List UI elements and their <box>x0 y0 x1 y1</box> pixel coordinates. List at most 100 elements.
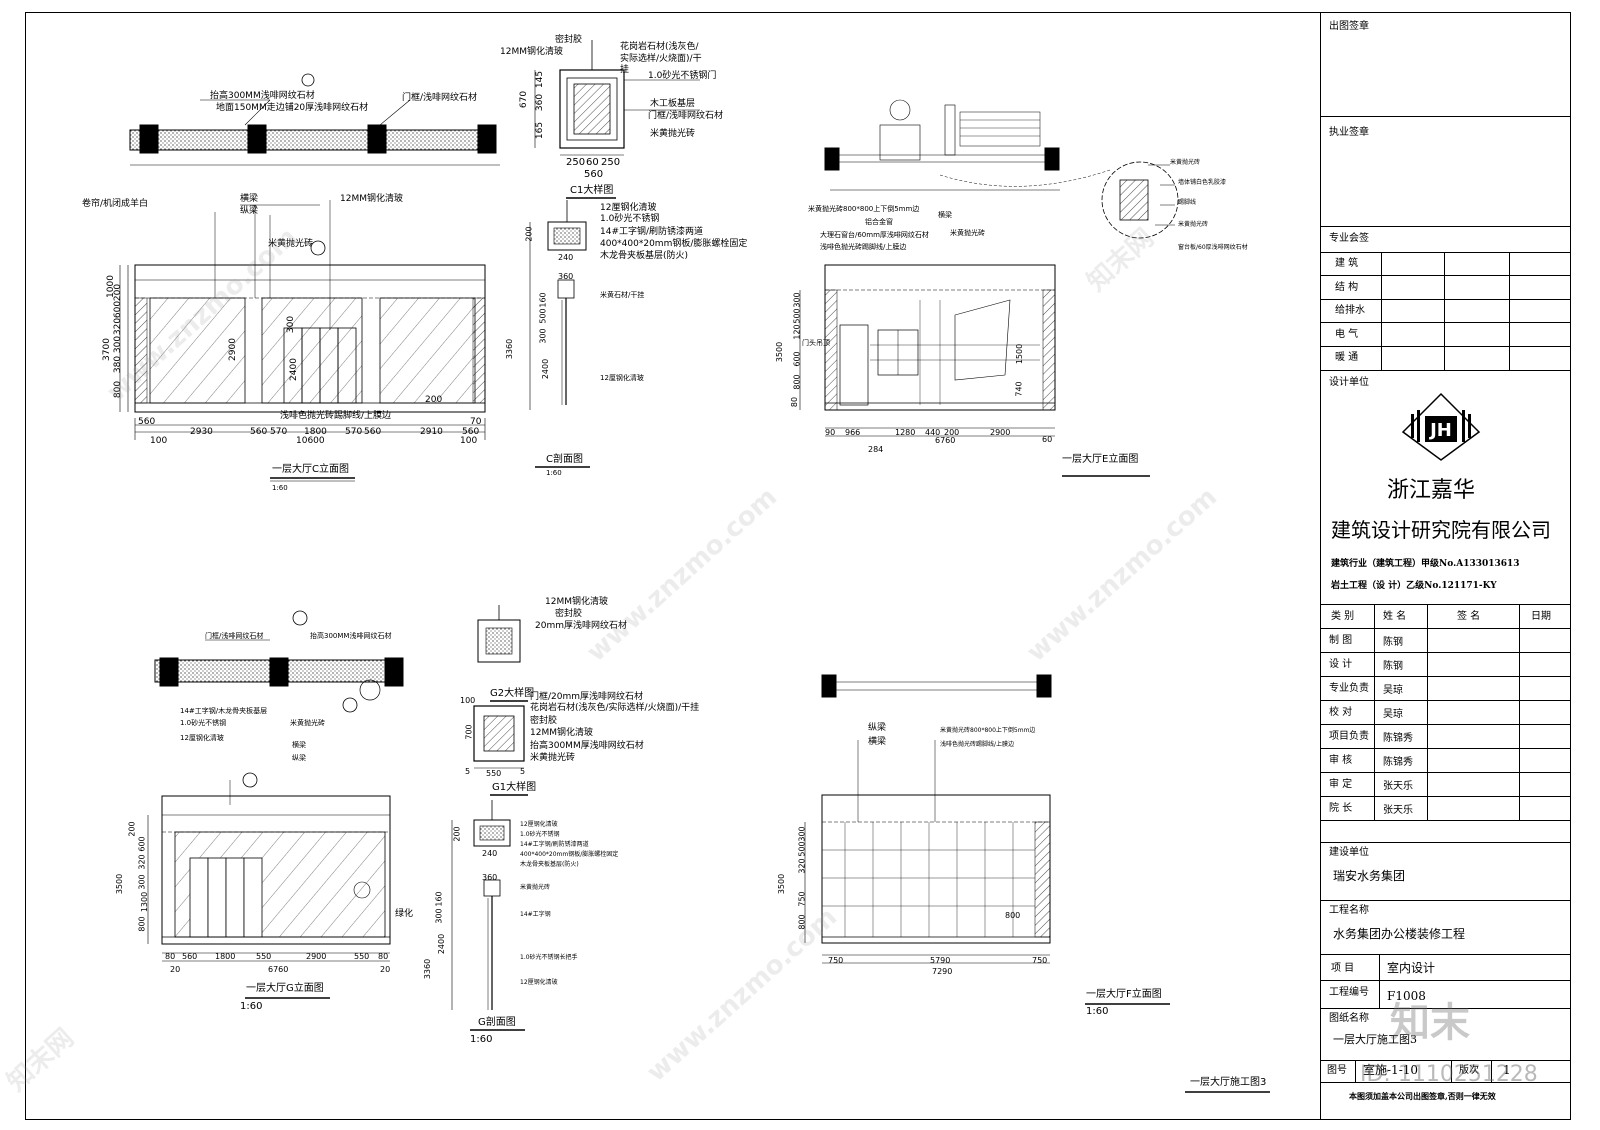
g-note-7: 纵梁 <box>292 754 306 762</box>
c-dim-b1: 2930 <box>190 427 213 437</box>
g-dim-b3: 550 <box>256 952 272 961</box>
discipline-0: 建 筑 <box>1335 258 1359 269</box>
c-dim-end-1: 100 <box>460 436 478 446</box>
f-elev <box>804 674 1052 964</box>
drawing-frame <box>25 12 1571 1120</box>
g2-note-0: 12MM钢化清玻 <box>545 597 608 607</box>
g-dim-l5: 1300 <box>140 891 150 913</box>
e-dim-l7: 740 <box>1014 381 1024 397</box>
e-dim-b0: 90 <box>825 428 836 437</box>
c-note-7: 卷帘/机闭成羊白 <box>82 199 149 209</box>
c-note-1: 地面150MM走边铺20厚浅啡网纹石材 <box>216 103 369 113</box>
c-dim-l2: 600 <box>113 300 124 319</box>
g1-note-4: 抬高300MM厚浅啡网纹石材 <box>530 741 644 751</box>
client-value: 瑞安水务集团 <box>1333 869 1406 883</box>
project-label: 工程名称 <box>1329 905 1369 916</box>
staff-role: 制 图 <box>1329 635 1353 646</box>
c1-dim-3: 560 <box>584 169 604 180</box>
f-dim-l4: 750 <box>797 891 807 907</box>
discipline-1: 结 构 <box>1335 282 1359 293</box>
c1-note-3: 1.0砂光不锈钢门 <box>648 71 717 81</box>
g-elev-title: 一层大厅G立面图 <box>246 983 324 994</box>
c-dim-b0: 560 <box>138 417 156 427</box>
header-role: 类 别 <box>1331 611 1355 622</box>
gsec-note-1: 1.0砂光不锈钢 <box>520 831 560 838</box>
c-dim-b7: 2910 <box>420 427 443 437</box>
g-dim-b2: 1800 <box>215 952 236 961</box>
f-dim-b1: 5790 <box>930 956 951 965</box>
e-elev <box>799 264 1056 437</box>
c1-dim-1: 60 <box>586 157 599 168</box>
g1-note-3: 12MM钢化清玻 <box>530 728 593 738</box>
e-dim-b2: 1280 <box>895 428 916 437</box>
code-label: 工程编号 <box>1329 987 1369 998</box>
staff-role: 院 长 <box>1329 803 1353 814</box>
c1-dim-2: 250 <box>601 157 621 168</box>
company-logo-icon: JH <box>1401 392 1481 461</box>
c-note-2: 门框/浅啡网纹石材 <box>402 93 478 103</box>
e-note-2: 横梁 <box>938 211 952 219</box>
discipline-2: 给排水 <box>1335 305 1365 316</box>
e-dim-b4: 200 <box>944 428 960 437</box>
gsec-dim-2: 360 <box>482 873 498 882</box>
staff-role: 校 对 <box>1329 707 1353 718</box>
g-note-8: 绿化 <box>395 909 414 919</box>
f-dim-l2: 320 <box>797 858 807 874</box>
gsec-title: G剖面图 <box>478 1017 516 1028</box>
staff-role: 审 定 <box>1329 779 1353 790</box>
dwg-name-label: 图纸名称 <box>1329 1013 1369 1024</box>
header-date: 日期 <box>1531 611 1551 622</box>
e-dim-l0: 300 <box>792 292 802 308</box>
f-dim-l0: 300 <box>797 826 807 842</box>
e-dim-l2: 120 <box>792 324 802 340</box>
e-dim-l5: 600 <box>792 351 802 367</box>
c-elev-title: 一层大厅C立面图 <box>272 464 349 475</box>
g-dim-end-0: 20 <box>170 965 181 974</box>
staff-role: 审 核 <box>1329 755 1353 766</box>
f-dim-inner: 800 <box>1005 911 1021 920</box>
item-value: 室内设计 <box>1387 961 1436 975</box>
code-value: F1008 <box>1387 989 1426 1003</box>
g1-dim-2: 5 <box>520 767 526 776</box>
g1-dim-0: 5 <box>465 767 471 776</box>
watermark-logo: 知末 <box>1390 1000 1470 1046</box>
c-dim-l5: 3700 <box>101 338 112 361</box>
csec-note-2: 14#工字钢/刷防锈漆两道 <box>600 227 704 237</box>
csec-dim-2: 360 <box>558 272 574 281</box>
c-note-6: 米黄抛光砖 <box>268 239 314 249</box>
e-note-3: 大理石窗台/60mm厚浅啡网纹石材 <box>820 231 929 239</box>
csec-dim-3: 160 <box>538 292 548 308</box>
e-note-5: 门头吊顶 <box>802 339 830 347</box>
g-dim-b1: 560 <box>182 952 198 961</box>
e-dim-b1: 966 <box>845 428 861 437</box>
c-dim-b3: 570 <box>270 427 288 437</box>
e-dim-b5: 2900 <box>990 428 1011 437</box>
g2-note-1: 密封胶 <box>555 609 583 619</box>
c1-vdim-2: 360 <box>535 93 546 112</box>
c-dim-i3: 200 <box>425 395 443 405</box>
g-elev <box>147 772 391 962</box>
g-note-6: 横梁 <box>292 741 306 749</box>
f-dim-l3: 3500 <box>777 873 787 895</box>
c-dim-end-0: 100 <box>150 436 168 446</box>
g1-note-1: 花岗岩石材(浅灰色/实际选样/火烧面)/干挂 <box>530 703 700 713</box>
g-note-0: 门框/浅啡网纹石材 <box>205 632 264 640</box>
gsec-dim-6: 3360 <box>423 958 433 980</box>
c-elev-scale: 1:60 <box>272 484 288 492</box>
csec-title: C剖面图 <box>546 454 583 465</box>
ed-note-3: 米黄抛光砖 <box>1178 221 1209 228</box>
c1-note-5: 门框/浅啡网纹石材 <box>648 111 724 121</box>
csec-note-5: 米黄石材/干挂 <box>600 291 645 299</box>
g-dim-b5: 550 <box>354 952 370 961</box>
f-dim-l5: 800 <box>797 914 807 930</box>
footer-note: 本图须加盖本公司出图签章,否则一律无效 <box>1349 1091 1496 1101</box>
f-dim-b2: 750 <box>1032 956 1048 965</box>
e-dim-l8: 80 <box>790 396 800 408</box>
c-note-3: 横梁 <box>240 194 259 204</box>
staff-name: 张天乐 <box>1383 781 1413 792</box>
gsec-scale: 1:60 <box>470 1034 493 1045</box>
c-dim-b5: 570 <box>345 427 363 437</box>
c1-vdim-3: 165 <box>535 121 546 140</box>
item-label: 项 目 <box>1331 963 1355 974</box>
csec-note-1: 1.0砂光不锈钢 <box>600 214 660 224</box>
